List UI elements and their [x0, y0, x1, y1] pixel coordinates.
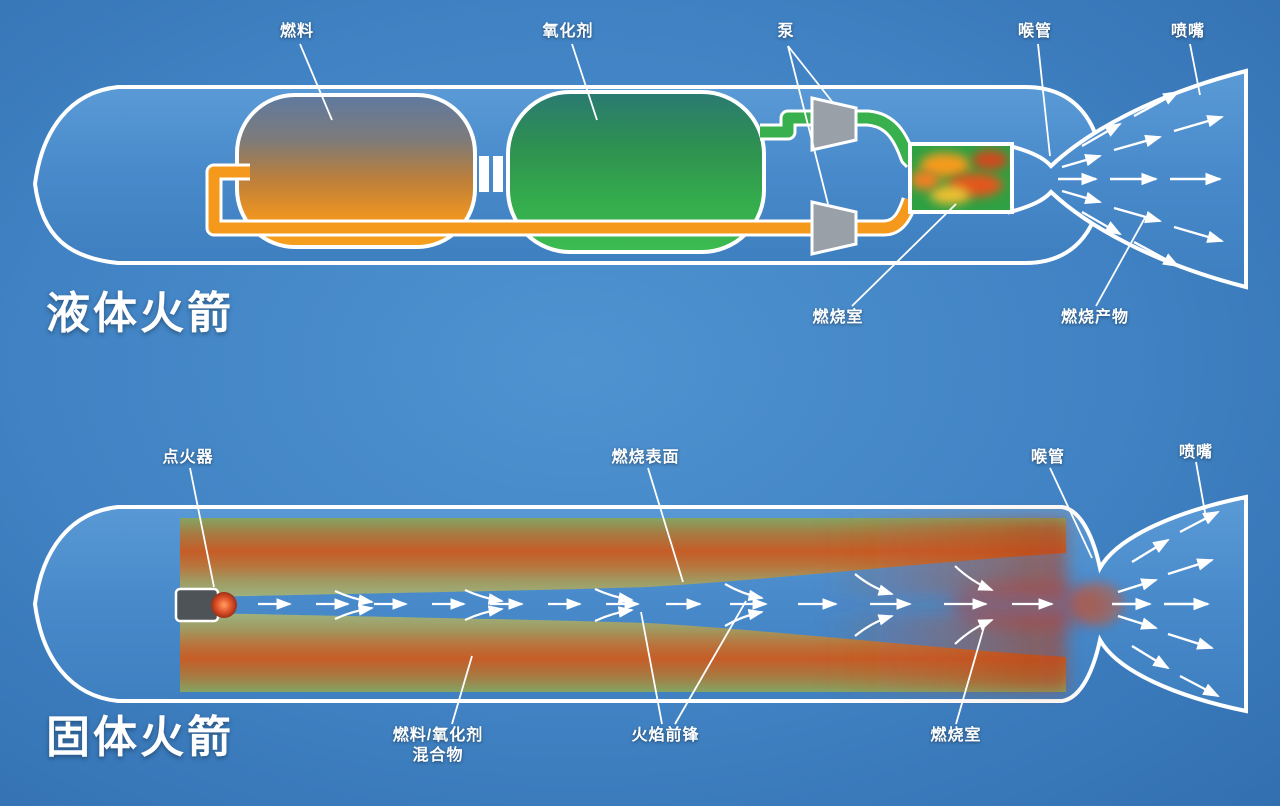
leader-throat — [1037, 43, 1051, 157]
label-mixture-line2: 混合物 — [412, 747, 464, 764]
label-burning-surface: 燃烧表面 — [611, 449, 680, 466]
pump-upper — [810, 96, 858, 152]
leader-nozzle — [1189, 43, 1201, 96]
label-oxidizer: 氧化剂 — [542, 23, 594, 40]
channel-flow-arrows — [258, 565, 1054, 645]
leader-throat-solid — [1049, 467, 1093, 559]
leader-burning-surface — [647, 467, 684, 583]
leader-pump-upper — [787, 45, 835, 105]
liquid-rocket-diagram — [32, 43, 1248, 307]
label-nozzle: 喷嘴 — [1170, 23, 1205, 40]
leader-pump-lower — [787, 45, 829, 205]
leader-flame-front-2 — [674, 600, 747, 725]
label-throat-solid: 喉管 — [1030, 449, 1065, 466]
label-nozzle-solid: 喷嘴 — [1178, 444, 1213, 461]
leader-combustion-chamber-solid — [955, 619, 987, 725]
leader-igniter — [189, 467, 215, 588]
tank-support-brackets — [479, 156, 503, 192]
liquid-rocket-title: 液体火箭 — [46, 289, 234, 338]
leader-nozzle-solid — [1195, 461, 1207, 519]
label-throat: 喉管 — [1017, 23, 1052, 40]
liquid-exhaust-arrows — [1058, 90, 1225, 268]
solid-exhaust-arrows — [1112, 510, 1220, 698]
pump-lower — [810, 200, 858, 256]
oxidizer-tank — [506, 90, 766, 254]
label-combustion-chamber: 燃烧室 — [812, 309, 864, 326]
solid-rocket-title: 固体火箭 — [46, 713, 234, 762]
label-pump: 泵 — [777, 23, 795, 40]
label-flame-front: 火焰前锋 — [631, 727, 700, 744]
igniter — [174, 587, 237, 623]
label-mixture-line1: 燃料/氧化剂 — [392, 727, 484, 744]
leader-combustion-chamber — [851, 203, 957, 307]
leader-combustion-products — [1095, 215, 1147, 307]
label-fuel: 燃料 — [279, 23, 314, 40]
label-mixture: 燃料/氧化剂 混合物 — [388, 726, 488, 766]
solid-leader-lines — [189, 461, 1207, 725]
label-combustion-chamber-solid: 燃烧室 — [930, 727, 982, 744]
leader-mixture — [451, 655, 473, 725]
leader-fuel — [299, 43, 333, 121]
leader-oxidizer — [571, 43, 598, 121]
solid-rocket-diagram — [32, 461, 1248, 725]
leader-flame-front-1 — [640, 611, 663, 725]
combustion-chamber — [908, 142, 1014, 214]
liquid-leader-lines — [299, 43, 1201, 307]
label-igniter: 点火器 — [162, 449, 214, 466]
label-combustion-products: 燃烧产物 — [1060, 309, 1129, 326]
